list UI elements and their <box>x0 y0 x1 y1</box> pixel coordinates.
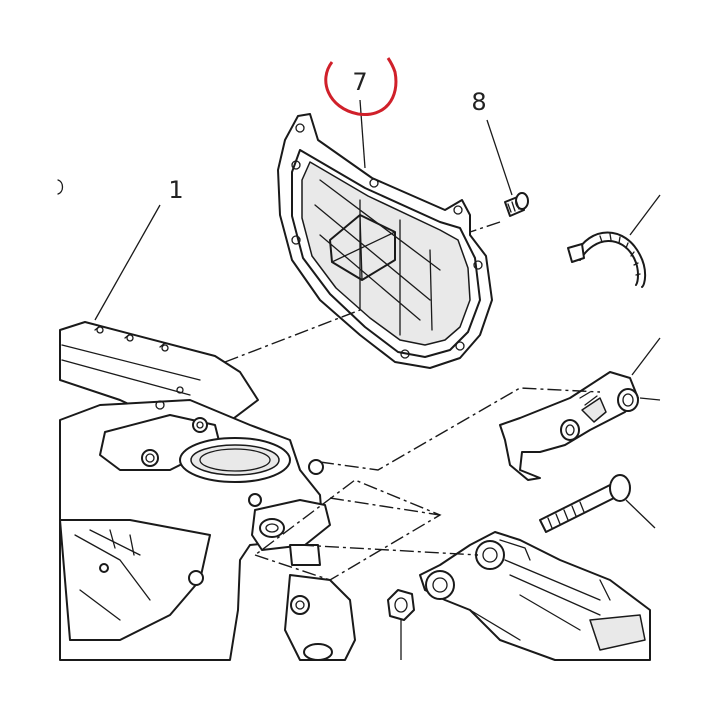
svg-text:8: 8 <box>471 88 486 116</box>
long-bolt-part[interactable] <box>539 474 631 533</box>
callout-8: 8 <box>471 88 486 116</box>
swingarm-part[interactable] <box>419 531 651 661</box>
callout-7: 7 <box>352 68 367 96</box>
bracket-part[interactable] <box>499 371 639 481</box>
svg-text:7: 7 <box>352 68 367 96</box>
nut-part[interactable] <box>387 589 415 660</box>
frame-part[interactable] <box>59 321 356 661</box>
leader-lines <box>94 99 661 529</box>
highlight-ring-icon <box>324 57 398 116</box>
callout-1: 1 <box>168 176 183 204</box>
assembly-lines <box>224 221 601 581</box>
cover-gasket-part[interactable] <box>277 113 493 369</box>
cable-tie-part[interactable] <box>567 231 647 288</box>
svg-text:1: 1 <box>168 176 183 204</box>
screw-part[interactable] <box>504 192 529 217</box>
edge-glyph-fragment <box>57 179 64 195</box>
